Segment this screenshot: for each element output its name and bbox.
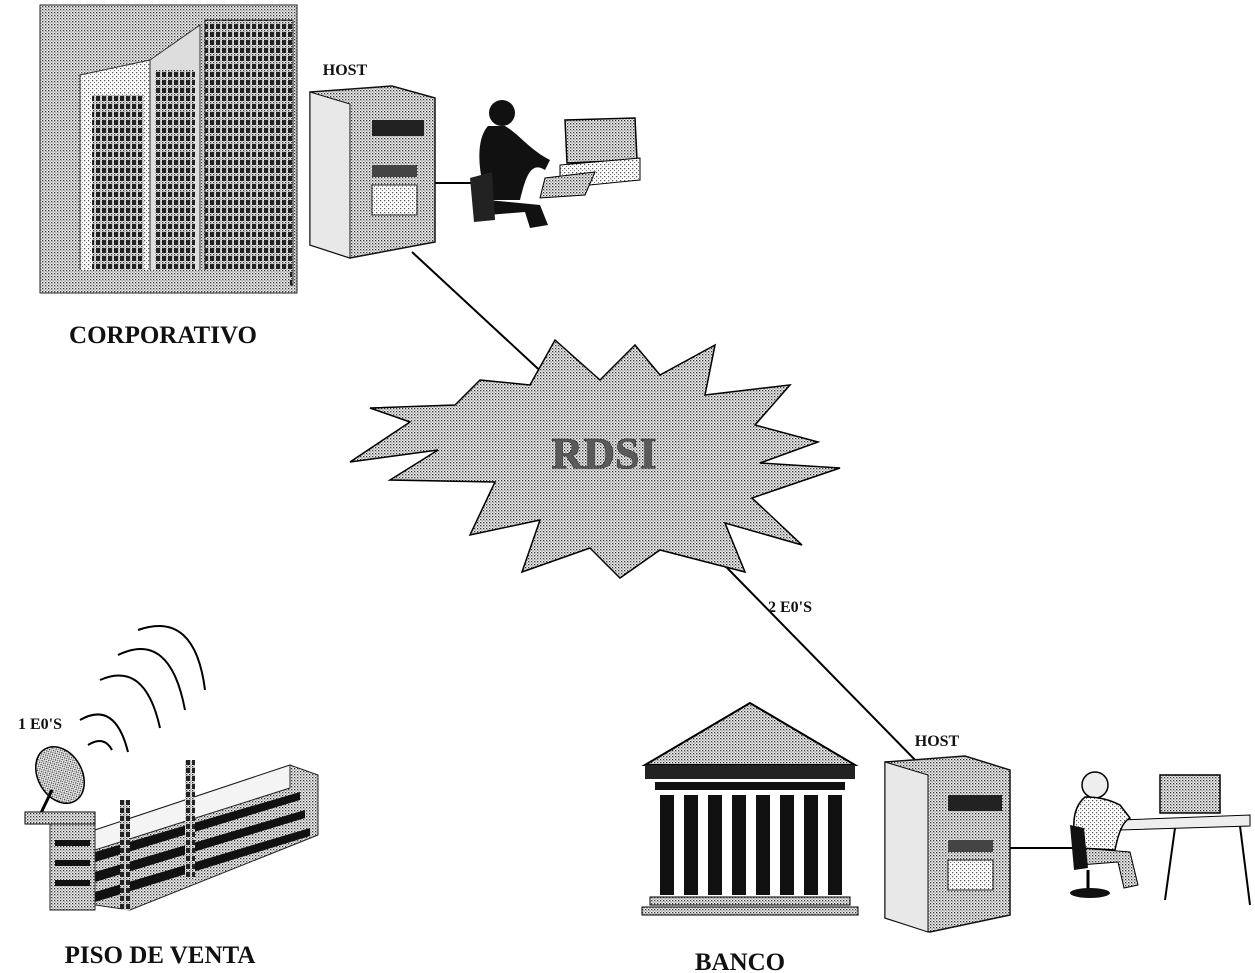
corporate-building-image	[39, 4, 298, 294]
rdsi-network-cloud: RDSI	[349, 338, 841, 579]
link-rdsi-banco	[689, 529, 921, 766]
corporativo-label: CORPORATIVO	[69, 322, 257, 349]
piso-venta-label: PISO DE VENTA	[65, 942, 256, 969]
sales-floor-building-icon	[49, 760, 319, 911]
corporativo-host-server-icon	[309, 85, 436, 259]
link-corporativo-rdsi	[411, 251, 549, 379]
banco-host-server-icon	[884, 755, 1011, 933]
satellite-dish-icon	[24, 746, 96, 825]
bank-building-icon	[641, 701, 859, 916]
banco-workstation-user-icon	[1070, 771, 1251, 906]
wireless-signal-icon	[79, 625, 206, 753]
banco-link-label: 2 E0'S	[768, 599, 812, 616]
banco-label: BANCO	[695, 949, 785, 973]
rdsi-label: RDSI	[551, 429, 656, 478]
corporativo-workstation-user-icon	[470, 100, 641, 228]
corporativo-host-label: HOST	[323, 62, 368, 79]
piso-venta-link-label: 1 E0'S	[18, 716, 62, 733]
banco-host-label: HOST	[915, 733, 960, 750]
